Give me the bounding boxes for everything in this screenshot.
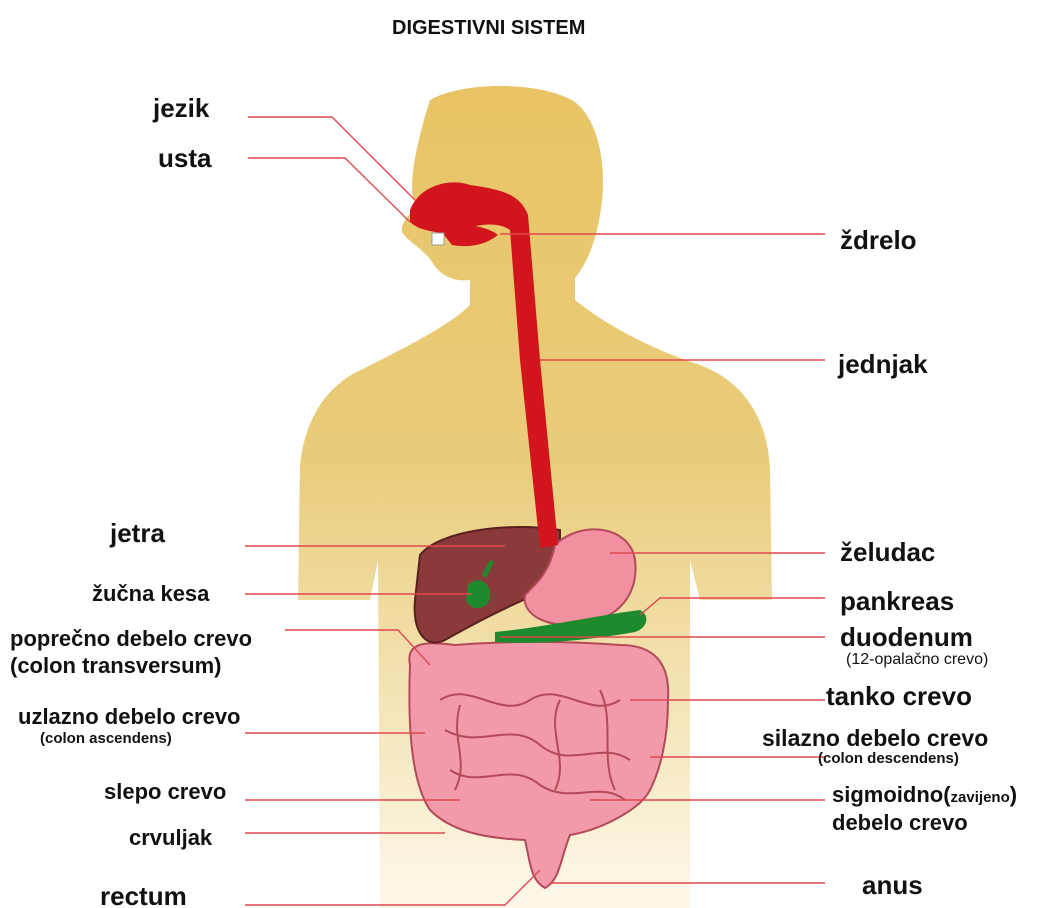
label-uzlazno-1: uzlazno debelo crevo (18, 706, 241, 728)
label-uzlazno-2: (colon ascendens) (40, 731, 172, 746)
label-duodenum: duodenum (840, 624, 973, 650)
label-sigmoidno-2: debelo crevo (832, 812, 968, 834)
label-anus: anus (862, 872, 923, 898)
label-poprecno-2: (colon transversum) (10, 655, 222, 677)
label-pankreas: pankreas (840, 588, 954, 614)
label-poprecno-1: poprečno debelo crevo (10, 628, 252, 650)
label-duodenum-sub: (12-opalačno crevo) (846, 652, 988, 668)
label-zucna-kesa: žučna kesa (92, 583, 209, 605)
label-jetra: jetra (110, 520, 165, 546)
label-silazno-1: silazno debelo crevo (762, 727, 988, 750)
label-silazno-2: (colon descendens) (818, 751, 959, 766)
label-tanko-crevo: tanko crevo (826, 683, 972, 709)
label-slepo-crevo: slepo crevo (104, 781, 226, 803)
label-sigmoidno-close: ) (1010, 782, 1017, 807)
label-sigmoidno-main: sigmoidno( (832, 782, 951, 807)
label-zeludac: želudac (840, 539, 935, 565)
label-sigmoidno-1: sigmoidno(zavijeno) (832, 784, 1017, 806)
label-jezik: jezik (153, 95, 209, 121)
label-rectum: rectum (100, 883, 187, 908)
label-crvuljak: crvuljak (129, 827, 212, 849)
teeth (432, 233, 444, 245)
label-zdrelo: ždrelo (840, 227, 917, 253)
label-usta: usta (158, 145, 211, 171)
label-jednjak: jednjak (838, 351, 928, 377)
label-sigmoidno-small: zavijeno (951, 789, 1010, 806)
leader-usta (248, 158, 410, 222)
